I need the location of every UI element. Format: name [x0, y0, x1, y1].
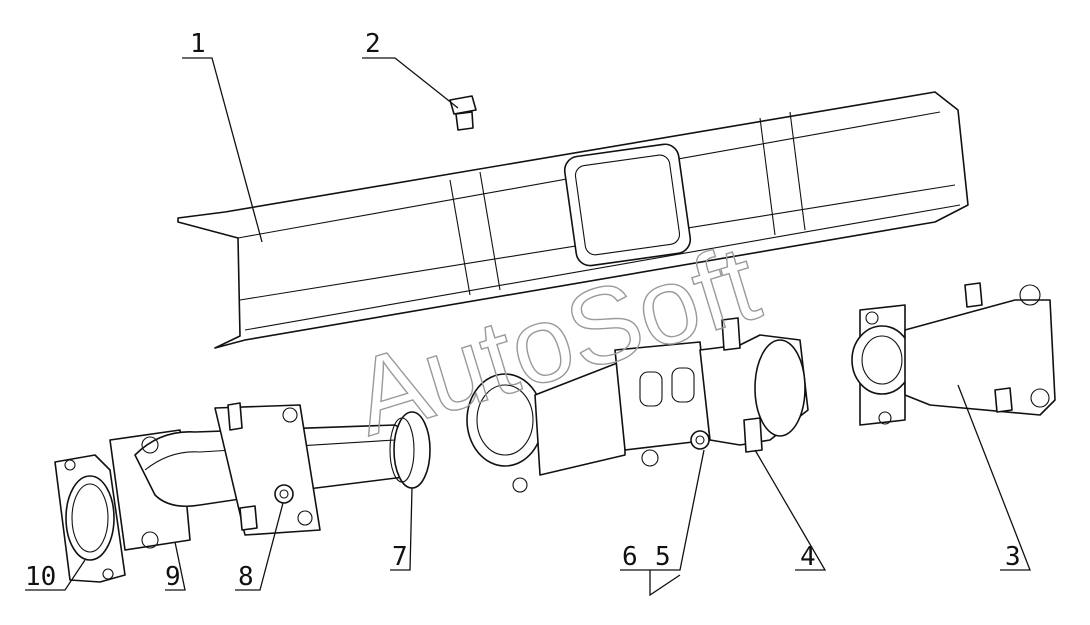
part-5-bolt [690, 430, 710, 450]
part-10-gasket [54, 454, 126, 583]
callout-5: 5 [655, 542, 671, 572]
callout-2: 2 [365, 29, 381, 59]
part-3-manifold-right [851, 282, 1056, 426]
part-4-manifold-middle [466, 317, 809, 493]
callout-labels: 1 2 3 4 5 6 7 8 9 10 [25, 29, 1021, 592]
part-1-heat-shield [177, 91, 969, 349]
callout-4: 4 [800, 542, 816, 572]
leader-lines [25, 57, 1031, 597]
part-9-manifold-left [109, 402, 421, 551]
callout-8: 8 [238, 562, 254, 592]
callout-3: 3 [1005, 542, 1021, 572]
callout-9: 9 [165, 562, 181, 592]
part-8-bolt [274, 484, 294, 504]
part-2-bolt [449, 95, 477, 131]
callout-7: 7 [392, 542, 408, 572]
callout-10: 10 [25, 562, 56, 592]
callout-6: 6 [622, 542, 638, 572]
callout-1: 1 [190, 29, 206, 59]
